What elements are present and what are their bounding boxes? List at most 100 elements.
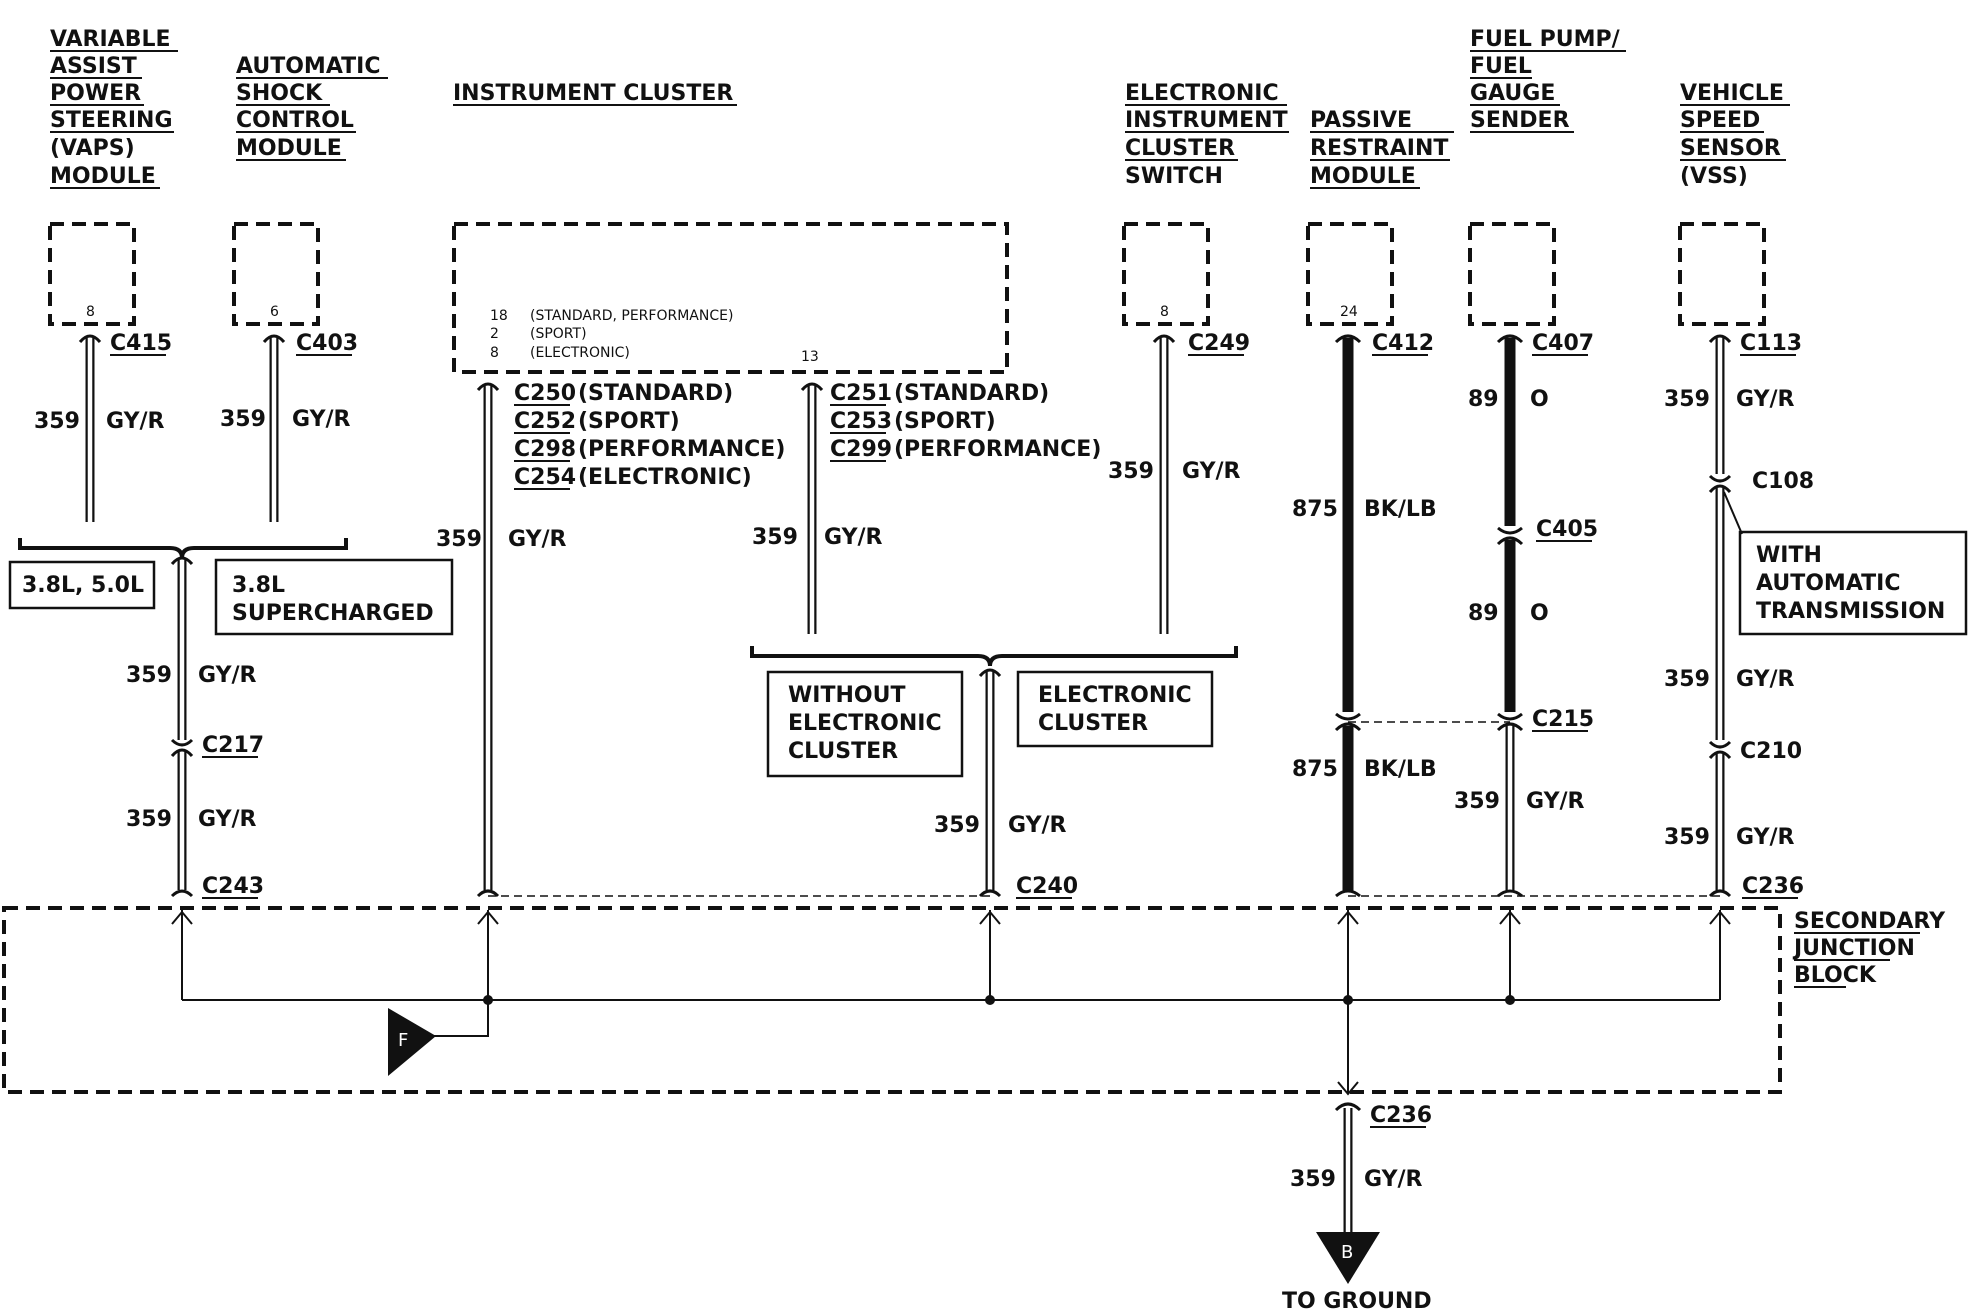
svg-text:MODULE: MODULE: [50, 164, 156, 189]
svg-text:(ELECTRONIC): (ELECTRONIC): [530, 345, 630, 361]
svg-text:SPEED: SPEED: [1680, 108, 1760, 133]
svg-text:359: 359: [1108, 459, 1154, 484]
svg-text:3.8L: 3.8L: [232, 573, 285, 598]
electronic-cluster-box: ELECTRONIC CLUSTER: [1016, 670, 1214, 748]
svg-text:359: 359: [436, 527, 482, 552]
svg-text:C249: C249: [1188, 331, 1250, 356]
svg-text:(STANDARD, PERFORMANCE): (STANDARD, PERFORMANCE): [530, 308, 733, 324]
svg-text:GY/R: GY/R: [508, 527, 567, 552]
svg-text:(SPORT): (SPORT): [894, 409, 996, 434]
passive-restraint-label: PASSIVE RESTRAINT MODULE: [1310, 108, 1454, 189]
svg-text:(ELECTRONIC): (ELECTRONIC): [578, 465, 752, 490]
cluster-left-connectors: C250 (STANDARD) C252 (SPORT) C298 (PERFO…: [514, 381, 785, 490]
svg-text:GY/R: GY/R: [1182, 459, 1241, 484]
svg-text:CONTROL: CONTROL: [236, 108, 354, 133]
svg-text:89: 89: [1468, 387, 1499, 412]
svg-text:C299: C299: [830, 437, 892, 462]
svg-text:C243: C243: [202, 874, 264, 899]
engine-sc-box: 3.8L SUPERCHARGED: [214, 558, 454, 636]
svg-text:C217: C217: [202, 733, 264, 758]
svg-text:STEERING: STEERING: [50, 108, 173, 133]
svg-text:3.8L, 5.0L: 3.8L, 5.0L: [22, 573, 144, 598]
svg-text:875: 875: [1292, 757, 1338, 782]
auto-trans-box: WITH AUTOMATIC TRANSMISSION: [1723, 491, 1968, 636]
svg-text:C252: C252: [514, 409, 576, 434]
svg-text:GY/R: GY/R: [106, 409, 165, 434]
svg-text:VEHICLE: VEHICLE: [1680, 81, 1784, 106]
eic-switch-pin: 8: [1160, 304, 1169, 320]
fuel-pump-box: [1468, 222, 1556, 326]
svg-text:CLUSTER: CLUSTER: [1125, 136, 1235, 161]
svg-text:C250: C250: [514, 381, 576, 406]
svg-text:C108: C108: [1752, 469, 1814, 494]
passive-restraint-box: [1306, 222, 1394, 326]
svg-text:C236: C236: [1742, 874, 1804, 899]
svg-text:2: 2: [490, 326, 499, 342]
without-electronic-box: WITHOUT ELECTRONIC CLUSTER: [766, 670, 964, 778]
svg-text:B: B: [1341, 1242, 1353, 1263]
fuel-pump-label: FUEL PUMP/ FUEL GAUGE SENDER: [1470, 27, 1626, 133]
svg-text:GY/R: GY/R: [1736, 667, 1795, 692]
svg-text:359: 359: [1664, 667, 1710, 692]
svg-text:GY/R: GY/R: [198, 663, 257, 688]
svg-text:(STANDARD): (STANDARD): [578, 381, 733, 406]
svg-text:359: 359: [934, 813, 980, 838]
svg-text:89: 89: [1468, 601, 1499, 626]
svg-text:(SPORT): (SPORT): [578, 409, 680, 434]
svg-text:359: 359: [220, 407, 266, 432]
eic-switch-label: ELECTRONIC INSTRUMENT CLUSTER SWITCH: [1125, 81, 1289, 189]
svg-text:ELECTRONIC: ELECTRONIC: [788, 711, 942, 736]
svg-text:C415: C415: [110, 331, 172, 356]
svg-text:(SPORT): (SPORT): [530, 326, 587, 342]
svg-text:359: 359: [1290, 1167, 1336, 1192]
svg-text:GAUGE: GAUGE: [1470, 81, 1555, 106]
svg-text:BK/LB: BK/LB: [1364, 757, 1437, 782]
svg-text:ELECTRONIC: ELECTRONIC: [1125, 81, 1279, 106]
svg-text:BLOCK: BLOCK: [1794, 963, 1877, 988]
svg-text:C403: C403: [296, 331, 358, 356]
vaps-module-box: [48, 222, 136, 326]
svg-text:359: 359: [126, 663, 172, 688]
svg-text:(STANDARD): (STANDARD): [894, 381, 1049, 406]
engine-na-box: 3.8L, 5.0L: [8, 560, 156, 610]
svg-text:359: 359: [1454, 789, 1500, 814]
instrument-cluster-label: INSTRUMENT CLUSTER: [453, 81, 737, 106]
svg-text:8: 8: [490, 345, 499, 361]
svg-text:359: 359: [34, 409, 80, 434]
shock-module-label: AUTOMATIC SHOCK CONTROL MODULE: [236, 54, 388, 161]
svg-text:O: O: [1530, 601, 1549, 626]
shock-module-box: [232, 222, 320, 326]
svg-text:GY/R: GY/R: [1736, 825, 1795, 850]
vss-box: [1678, 222, 1766, 326]
svg-text:MODULE: MODULE: [1310, 164, 1416, 189]
flag-f: F: [388, 1008, 436, 1076]
cluster-right-connectors: C251 (STANDARD) C253 (SPORT) C299 (PERFO…: [830, 381, 1101, 462]
svg-text:CLUSTER: CLUSTER: [1038, 711, 1148, 736]
cluster-option-brace: [750, 646, 1238, 667]
svg-text:ASSIST: ASSIST: [50, 54, 137, 79]
svg-text:INSTRUMENT: INSTRUMENT: [1125, 108, 1288, 133]
svg-text:SUPERCHARGED: SUPERCHARGED: [232, 601, 434, 626]
svg-text:SENDER: SENDER: [1470, 108, 1570, 133]
svg-text:SENSOR: SENSOR: [1680, 136, 1781, 161]
svg-text:C113: C113: [1740, 331, 1802, 356]
svg-text:FUEL: FUEL: [1470, 54, 1532, 79]
svg-text:SWITCH: SWITCH: [1125, 164, 1223, 189]
svg-text:359: 359: [1664, 387, 1710, 412]
svg-text:C215: C215: [1532, 707, 1594, 732]
svg-text:MODULE: MODULE: [236, 136, 342, 161]
svg-text:BK/LB: BK/LB: [1364, 497, 1437, 522]
svg-text:359: 359: [126, 807, 172, 832]
svg-text:VARIABLE: VARIABLE: [50, 27, 171, 52]
svg-text:GY/R: GY/R: [1008, 813, 1067, 838]
svg-text:C240: C240: [1016, 874, 1078, 899]
svg-text:C251: C251: [830, 381, 892, 406]
svg-text:O: O: [1530, 387, 1549, 412]
svg-text:GY/R: GY/R: [292, 407, 351, 432]
svg-text:GY/R: GY/R: [1736, 387, 1795, 412]
svg-text:18: 18: [490, 308, 508, 324]
svg-text:GY/R: GY/R: [198, 807, 257, 832]
svg-text:TRANSMISSION: TRANSMISSION: [1756, 599, 1945, 624]
svg-text:SHOCK: SHOCK: [236, 81, 323, 106]
